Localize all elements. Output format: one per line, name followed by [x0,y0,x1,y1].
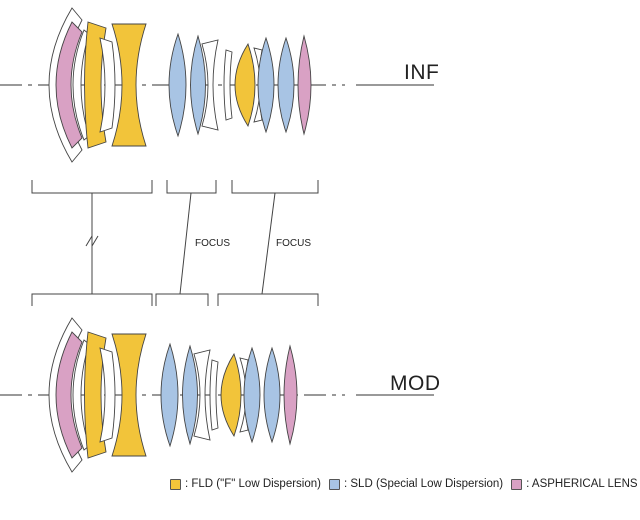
legend-label-aspherical: : ASPHERICAL LENS [526,478,638,490]
focus-label-1: FOCUS [195,238,230,249]
mod-bracket-focus-1 [155,293,209,306]
focus-label-2: FOCUS [276,238,311,249]
focus-1-travel-line [179,192,192,295]
legend-label-sld: : SLD (Special Low Dispersion) [343,478,504,490]
mod-front-group [48,317,147,473]
mod-focus-group-2 [209,345,298,445]
fixed-mark-2 [91,235,99,247]
legend-item-sld: : SLD (Special Low Dispersion) [328,478,504,490]
inf-focus-group-1 [168,33,219,137]
legend: : FLD ("F" Low Dispersion) : SLD (Specia… [170,478,640,490]
mod-bracket-focus-2 [217,293,319,306]
inf-bracket-focus-2 [231,180,319,194]
sld-swatch-icon [328,478,340,490]
inf-bracket-focus-1 [166,180,217,194]
aspherical-swatch-icon [511,478,523,490]
inf-label: INF [404,61,440,84]
inf-focus-group-2 [223,35,312,135]
inf-bracket-front [31,180,153,194]
inf-front-group [48,7,147,163]
fixed-mark-1 [85,235,93,247]
fld-swatch-icon [170,478,181,490]
legend-item-aspherical: : ASPHERICAL LENS [511,478,638,490]
mod-bracket-front [31,293,153,306]
mod-focus-group-1 [160,343,211,447]
focus-2-travel-line [261,192,276,295]
legend-label-fld: : FLD ("F" Low Dispersion) [185,478,321,490]
legend-item-fld: : FLD ("F" Low Dispersion) [170,478,321,490]
mod-label: MOD [390,372,441,395]
